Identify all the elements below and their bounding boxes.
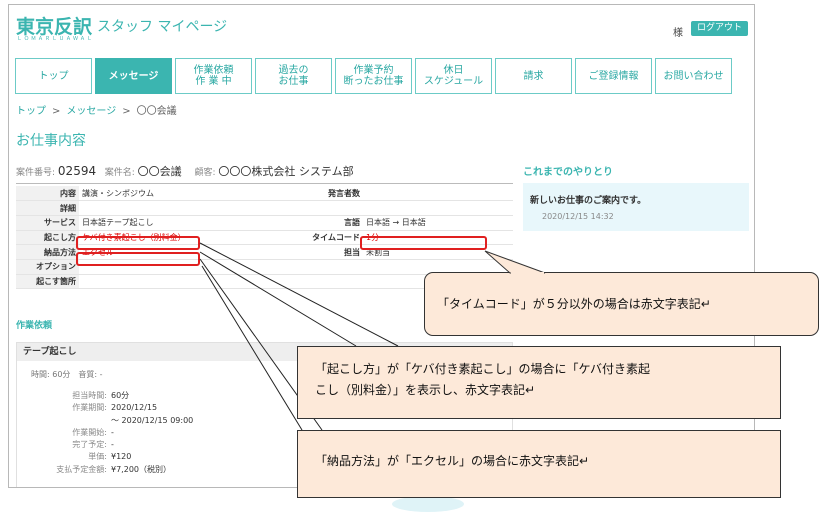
nav-reservations[interactable]: 作業予約 断ったお仕事 [335,58,412,94]
job-meta: 案件番号: 02594 案件名: 〇〇会議 顧客: 〇〇〇株式会社 システム部 [16,163,364,179]
nav-top[interactable]: トップ [15,58,92,94]
detail-row: 支払予定金額:¥7,200（税別） [56,464,171,474]
table-row: オプション [16,259,513,275]
nav-contact[interactable]: お問い合わせ [655,58,732,94]
callout-delivery-method-note: 「納品方法」が「エクセル」の場合に赤文字表記↵ [297,430,781,498]
logout-button[interactable]: ログアウト [691,21,748,36]
user-name-suffix: 様 [673,28,683,39]
speaker-count-label: 発言者数 [289,186,363,202]
nav-holiday-schedule[interactable]: 休日 スケジュール [415,58,492,94]
language-value: 日本語 → 日本語 [363,215,513,231]
option-value [79,259,289,275]
breadcrumb-messages[interactable]: メッセージ [66,106,117,117]
detail-row: 単価:¥120 [88,452,132,462]
target-section-label: 起こす箇所 [16,274,79,290]
detail-row: ～ 2020/12/15 09:00 [111,415,194,425]
service-value: 日本語テープ起こし [79,215,289,231]
site-logo-subtext: ＬＯＭＡＲＬＵＡＷＡＬ [17,36,95,42]
speaker-count-value [363,186,513,202]
service-label: サービス [16,215,79,231]
message-text: 新しいお仕事のご案内です。 [530,196,647,206]
callout-timecode-note: 「タイムコード」が５分以外の場合は赤文字表記↵ [424,272,819,336]
breadcrumb: トップ > メッセージ > 〇〇会議 [16,102,177,117]
table-row: 内容 講演・シンポジウム 発言者数 [16,186,513,202]
job-info-table: 内容 講演・シンポジウム 発言者数 詳細 サービス 日本語テープ起こし 言語 日… [16,186,513,290]
page-frame: 東京反訳 ＬＯＭＡＲＬＵＡＷＡＬ スタッフ マイページ 様 ログアウト トップ … [8,4,755,488]
detail-row: 作業期間:2020/12/15 [72,403,158,413]
main-nav: トップ メッセージ 作業依頼 作 業 中 過去の お仕事 作業予約 断ったお仕事… [15,58,735,94]
work-request-heading: 作業依頼 [16,321,53,331]
delivery-method-label: 納品方法 [16,244,79,260]
detail-row: 担当時間:60分 [72,391,130,400]
highlight-delivery-method [76,252,200,266]
content-label: 内容 [16,186,79,202]
table-row: 納品方法 エクセル 担当 未割当 [16,244,513,260]
breadcrumb-home[interactable]: トップ [16,106,46,117]
target-section-value [79,274,289,290]
work-details: 担当時間:60分 作業期間:2020/12/15 ～ 2020/12/15 09… [31,390,193,476]
message-date: 2020/12/15 14:32 [542,212,614,221]
callout-pointer [484,250,546,274]
breadcrumb-separator: > [122,106,131,117]
client-label: 顧客: [194,168,216,178]
case-no-label: 案件番号: [16,168,56,178]
site-logo[interactable]: 東京反訳 [16,16,93,38]
message-history-item[interactable]: 新しいお仕事のご案内です。 2020/12/15 14:32 [523,183,749,231]
client-name: 〇〇〇株式会社 システム部 [218,165,354,178]
option-label: オプション [16,259,79,275]
transcription-style-label: 起こし方 [16,230,79,246]
detail-label: 詳細 [16,200,79,216]
assignee-label: 担当 [289,244,363,260]
detail-row: 作業開始:- [72,427,114,437]
nav-registration-info[interactable]: ご登録情報 [575,58,652,94]
nav-messages[interactable]: メッセージ [95,58,172,94]
nav-past-work[interactable]: 過去の お仕事 [255,58,332,94]
breadcrumb-separator: > [52,106,61,117]
case-no: 02594 [57,164,97,178]
detail-value [79,200,289,216]
case-name-label: 案件名: [104,168,135,178]
content-value: 講演・シンポジウム [79,186,289,202]
table-row: サービス 日本語テープ起こし 言語 日本語 → 日本語 [16,215,513,231]
case-name: 〇〇会議 [137,165,182,178]
detail-row: 完了予定:- [72,440,114,450]
table-row: 詳細 [16,200,513,216]
tape-summary: 時間: 60分 音質: - [31,370,103,379]
staff-mypage-title: スタッフ マイページ [97,19,228,35]
history-heading: これまでのやりとり [523,167,613,178]
nav-work-requests[interactable]: 作業依頼 作 業 中 [175,58,252,94]
page-title: お仕事内容 [16,133,86,149]
breadcrumb-current: 〇〇会議 [136,106,177,117]
language-label: 言語 [289,215,363,231]
nav-billing[interactable]: 請求 [495,58,572,94]
highlight-transcription-style [76,236,200,250]
divider [16,183,513,184]
callout-transcription-style-note: 「起こし方」が「ケバ付き素起こし」の場合に「ケバ付き素起 こし（別料金）」を表示… [297,346,781,419]
highlight-timecode [360,236,487,250]
timecode-label: タイムコード [289,230,363,246]
